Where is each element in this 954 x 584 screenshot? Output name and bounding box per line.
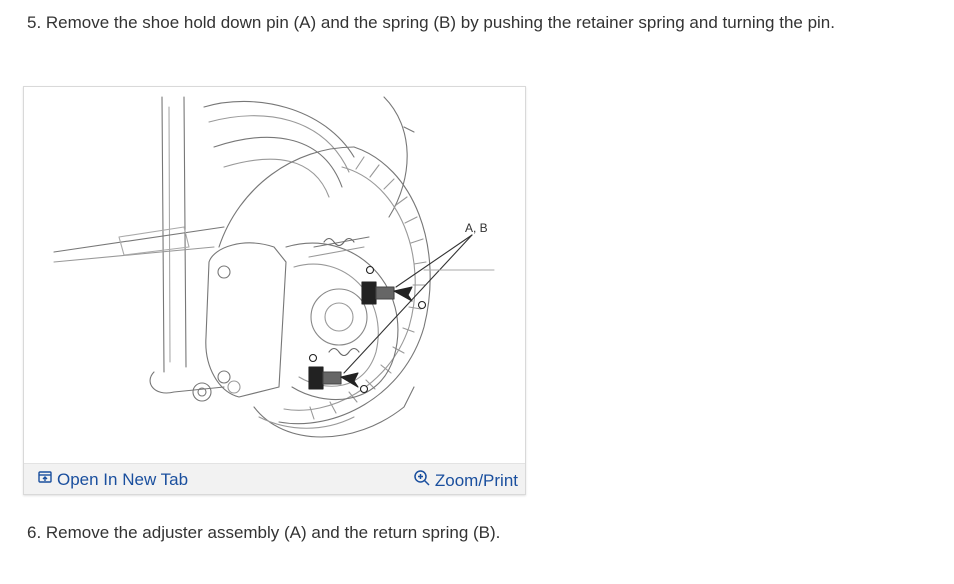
zoom-print-link[interactable]: Zoom/Print — [413, 469, 518, 492]
open-new-tab-label: Open In New Tab — [57, 469, 189, 489]
figure-footer: Open In New Tab Zoom/Print — [24, 463, 525, 494]
zoom-in-icon — [413, 469, 431, 492]
open-new-tab-icon — [37, 469, 53, 490]
step-5-text: 5. Remove the shoe hold down pin (A) and… — [27, 13, 835, 32]
brake-illustration[interactable]: A, B — [24, 87, 525, 462]
zoom-print-label: Zoom/Print — [434, 470, 518, 490]
open-new-tab-link[interactable]: Open In New Tab — [37, 469, 188, 490]
figure-card: A, B Open In New Tab Zoom/Print — [23, 86, 526, 495]
callout-label: A, B — [465, 221, 488, 235]
step-6-text: 6. Remove the adjuster assembly (A) and … — [27, 523, 501, 542]
